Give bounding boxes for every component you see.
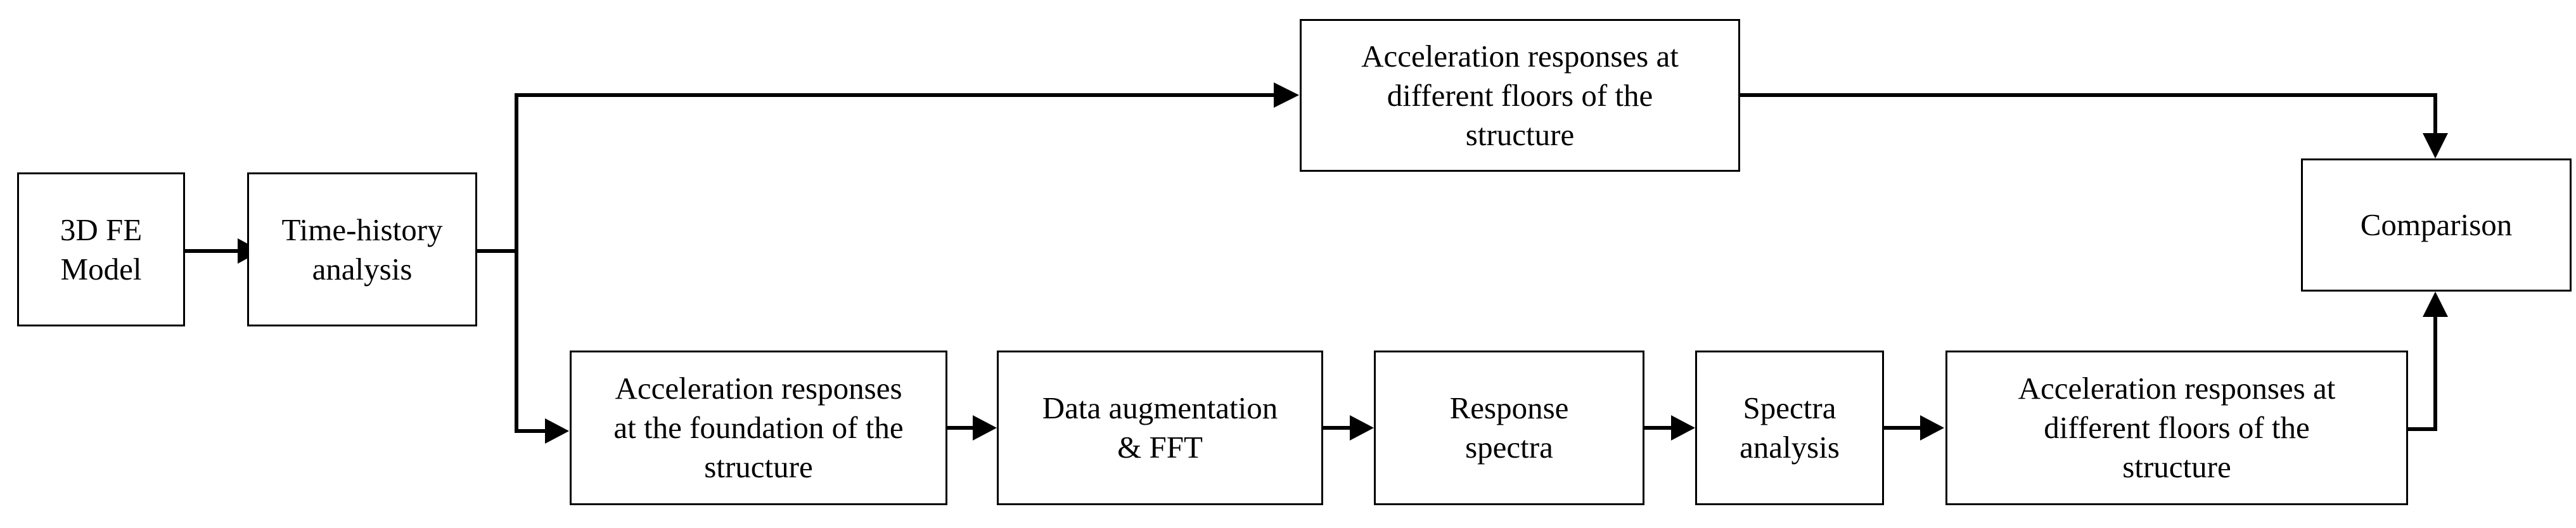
node-3d-fe-model: 3D FE Model [17,172,185,326]
arrowhead-bottom-floors [1920,415,1944,441]
arrow-bottom-floors-to-comparison [2406,317,2437,431]
node-comparison: Comparison [2301,158,2572,292]
arrowhead-comparison-bottom [2423,292,2448,317]
arrowhead-foundation [545,418,569,444]
arrowhead-data-aug [973,415,997,441]
node-data-augmentation-fft: Data augmentation & FFT [997,351,1323,505]
node-spectra-analysis: Spectra analysis [1695,351,1884,505]
arrowhead-comparison-top [2423,133,2448,158]
arrowhead-top-floors [1274,82,1299,108]
arrowhead-response [1350,415,1374,441]
arrowhead-spectra-analysis [1671,415,1695,441]
node-acceleration-foundation: Acceleration responses at the foundation… [570,351,947,505]
node-response-spectra: Response spectra [1374,351,1644,505]
node-time-history-analysis: Time-history analysis [247,172,477,326]
arrow-top-floors-to-comparison [1738,93,2437,133]
node-acceleration-floors-top: Acceleration responses at different floo… [1300,19,1740,172]
node-acceleration-floors-bottom: Acceleration responses at different floo… [1945,351,2408,505]
